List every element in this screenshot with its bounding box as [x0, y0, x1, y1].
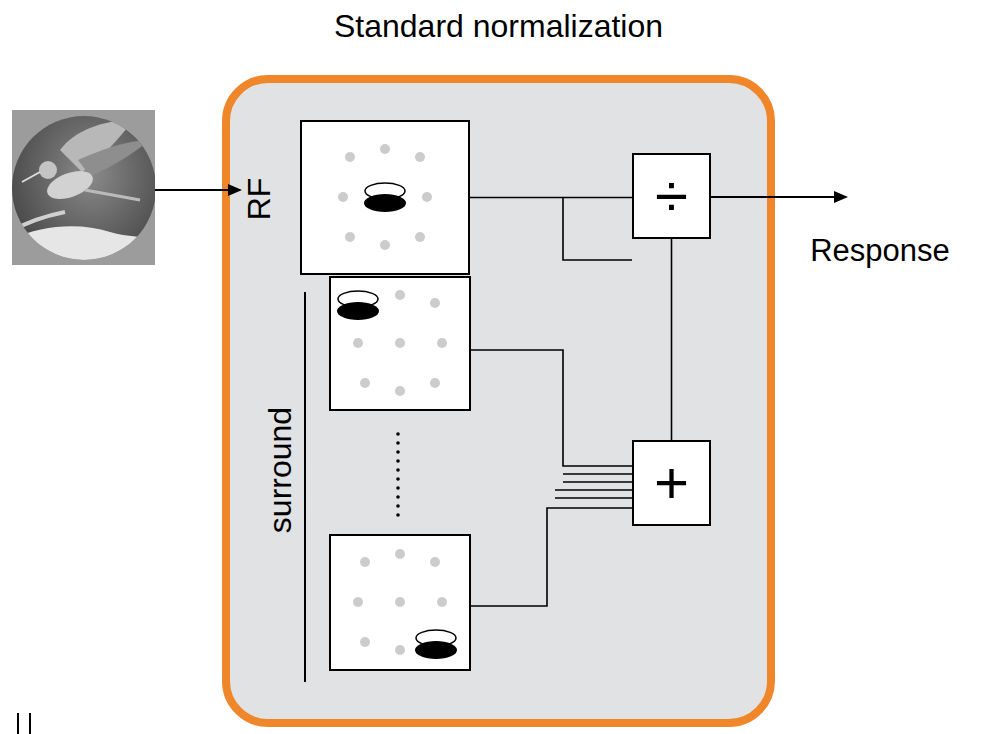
- grid-dot: [395, 645, 405, 655]
- grid-dot: [395, 597, 405, 607]
- dot: [396, 477, 400, 481]
- photo-branch: [10, 226, 160, 270]
- filter-icon: [337, 302, 379, 320]
- dot: [396, 486, 400, 490]
- grid-dot: [360, 637, 370, 647]
- rf-dot-grid: [338, 144, 432, 250]
- dot: [396, 459, 400, 463]
- output-arrow: [711, 196, 836, 198]
- dot: [396, 495, 400, 499]
- branch-wire: [563, 197, 632, 260]
- input-arrow: [155, 189, 230, 191]
- dot: [396, 450, 400, 454]
- grid-dot: [395, 290, 405, 300]
- surround-bracket: [304, 292, 306, 682]
- grid-dot: [430, 557, 440, 567]
- bird-beak: [22, 172, 40, 182]
- arrow-head: [834, 191, 848, 203]
- wire: [563, 473, 632, 475]
- rf-ground: [300, 120, 470, 275]
- divide-box: ÷: [632, 153, 711, 239]
- operator-symbol: ÷: [655, 166, 688, 226]
- arrow-head: [228, 184, 242, 196]
- surround-label: surround: [264, 407, 296, 533]
- connector-line: [671, 239, 673, 440]
- grid-dot: [437, 597, 447, 607]
- dot: [396, 441, 400, 445]
- grid-dot: [422, 192, 432, 202]
- grid-dot: [360, 378, 370, 388]
- wire: [563, 481, 632, 483]
- wire: [470, 508, 632, 606]
- grid-dot: [395, 386, 405, 396]
- surround-box: [330, 535, 470, 670]
- grid-dot: [415, 152, 425, 162]
- dot: [396, 468, 400, 472]
- grid-dot: [380, 240, 390, 250]
- grid-dot: [380, 144, 390, 154]
- wire: [555, 489, 632, 491]
- wire: [555, 497, 632, 499]
- photo-branch: [10, 212, 65, 232]
- bird-head: [39, 161, 57, 179]
- grid-dot: [338, 192, 348, 202]
- sum-box: +: [632, 440, 711, 526]
- panel-title: Standard normalization: [222, 10, 775, 42]
- connector-line: [470, 197, 632, 199]
- wire: [470, 350, 632, 466]
- operator-symbol: +: [654, 453, 689, 513]
- grid-dot: [395, 549, 405, 559]
- rf-box: RF: [300, 120, 470, 275]
- rf-label: RF: [243, 178, 275, 221]
- grid-dot: [430, 378, 440, 388]
- grid-dot: [345, 152, 355, 162]
- grid-dot: [437, 338, 447, 348]
- filter-icon: [364, 194, 406, 212]
- edge-mark: [29, 713, 31, 734]
- surround-box: [330, 277, 470, 410]
- grid-dot: [415, 232, 425, 242]
- dot: [396, 432, 400, 436]
- grid-dot: [353, 597, 363, 607]
- grid-dot: [353, 338, 363, 348]
- grid-dot: [395, 338, 405, 348]
- dot: [396, 504, 400, 508]
- bird-tail: [85, 190, 140, 200]
- dot: [396, 513, 400, 517]
- grid-dot: [345, 232, 355, 242]
- grid-dot: [360, 557, 370, 567]
- filter-icon: [415, 641, 457, 659]
- ellipsis-dots: [396, 432, 400, 517]
- surround-wires: [470, 350, 632, 606]
- bird-wing: [78, 140, 150, 176]
- response-label: Response: [810, 235, 950, 266]
- bird-photo: [10, 110, 160, 270]
- grid-dot: [430, 298, 440, 308]
- edge-mark: [17, 713, 19, 734]
